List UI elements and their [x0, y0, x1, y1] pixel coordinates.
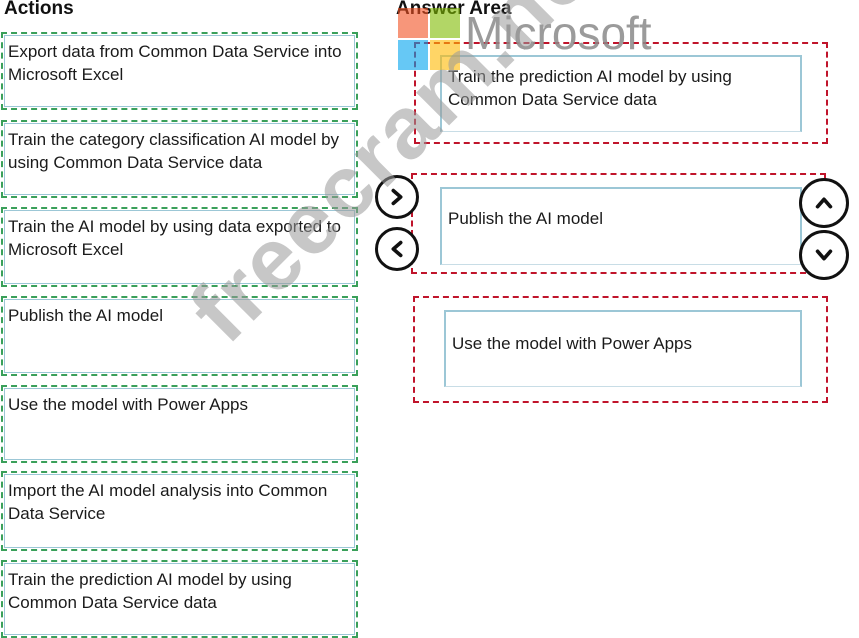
answer-item-label: Train the prediction AI model by using C…	[448, 67, 732, 109]
move-down-button[interactable]	[799, 230, 849, 280]
action-item-label: Train the category classification AI mod…	[8, 130, 340, 172]
action-item[interactable]: Publish the AI model	[1, 296, 358, 376]
chevron-up-icon	[815, 197, 833, 209]
action-item[interactable]: Train the category classification AI mod…	[1, 120, 358, 198]
chevron-down-icon	[815, 249, 833, 261]
answer-slot-3[interactable]	[413, 296, 828, 403]
answer-item[interactable]: Publish the AI model	[440, 187, 802, 265]
move-up-button[interactable]	[799, 178, 849, 228]
microsoft-logo-text: Microsoft	[465, 7, 652, 59]
chevron-right-icon	[391, 188, 403, 206]
action-item-label: Train the AI model by using data exporte…	[8, 217, 341, 259]
action-item-label: Use the model with Power Apps	[8, 395, 249, 414]
chevron-left-icon	[391, 240, 403, 258]
action-item[interactable]: Use the model with Power Apps	[1, 385, 358, 463]
action-item[interactable]: Export data from Common Data Service int…	[1, 32, 358, 110]
answer-item[interactable]: Train the prediction AI model by using C…	[440, 55, 802, 132]
action-item[interactable]: Import the AI model analysis into Common…	[1, 471, 358, 551]
action-item-label: Export data from Common Data Service int…	[8, 42, 342, 84]
move-right-button[interactable]	[375, 175, 419, 219]
answer-item-label: Publish the AI model	[448, 209, 603, 228]
action-item-label: Train the prediction AI model by using C…	[8, 570, 292, 612]
move-left-button[interactable]	[375, 227, 419, 271]
action-item[interactable]: Train the prediction AI model by using C…	[1, 560, 358, 638]
action-item-label: Import the AI model analysis into Common…	[8, 481, 328, 523]
answer-slot-1[interactable]	[414, 42, 828, 144]
answer-item[interactable]: Use the model with Power Apps	[444, 310, 802, 387]
action-item-label: Publish the AI model	[8, 306, 163, 325]
action-item[interactable]: Train the AI model by using data exporte…	[1, 207, 358, 287]
answer-item-label: Use the model with Power Apps	[452, 334, 693, 353]
actions-heading: Actions	[4, 0, 74, 19]
